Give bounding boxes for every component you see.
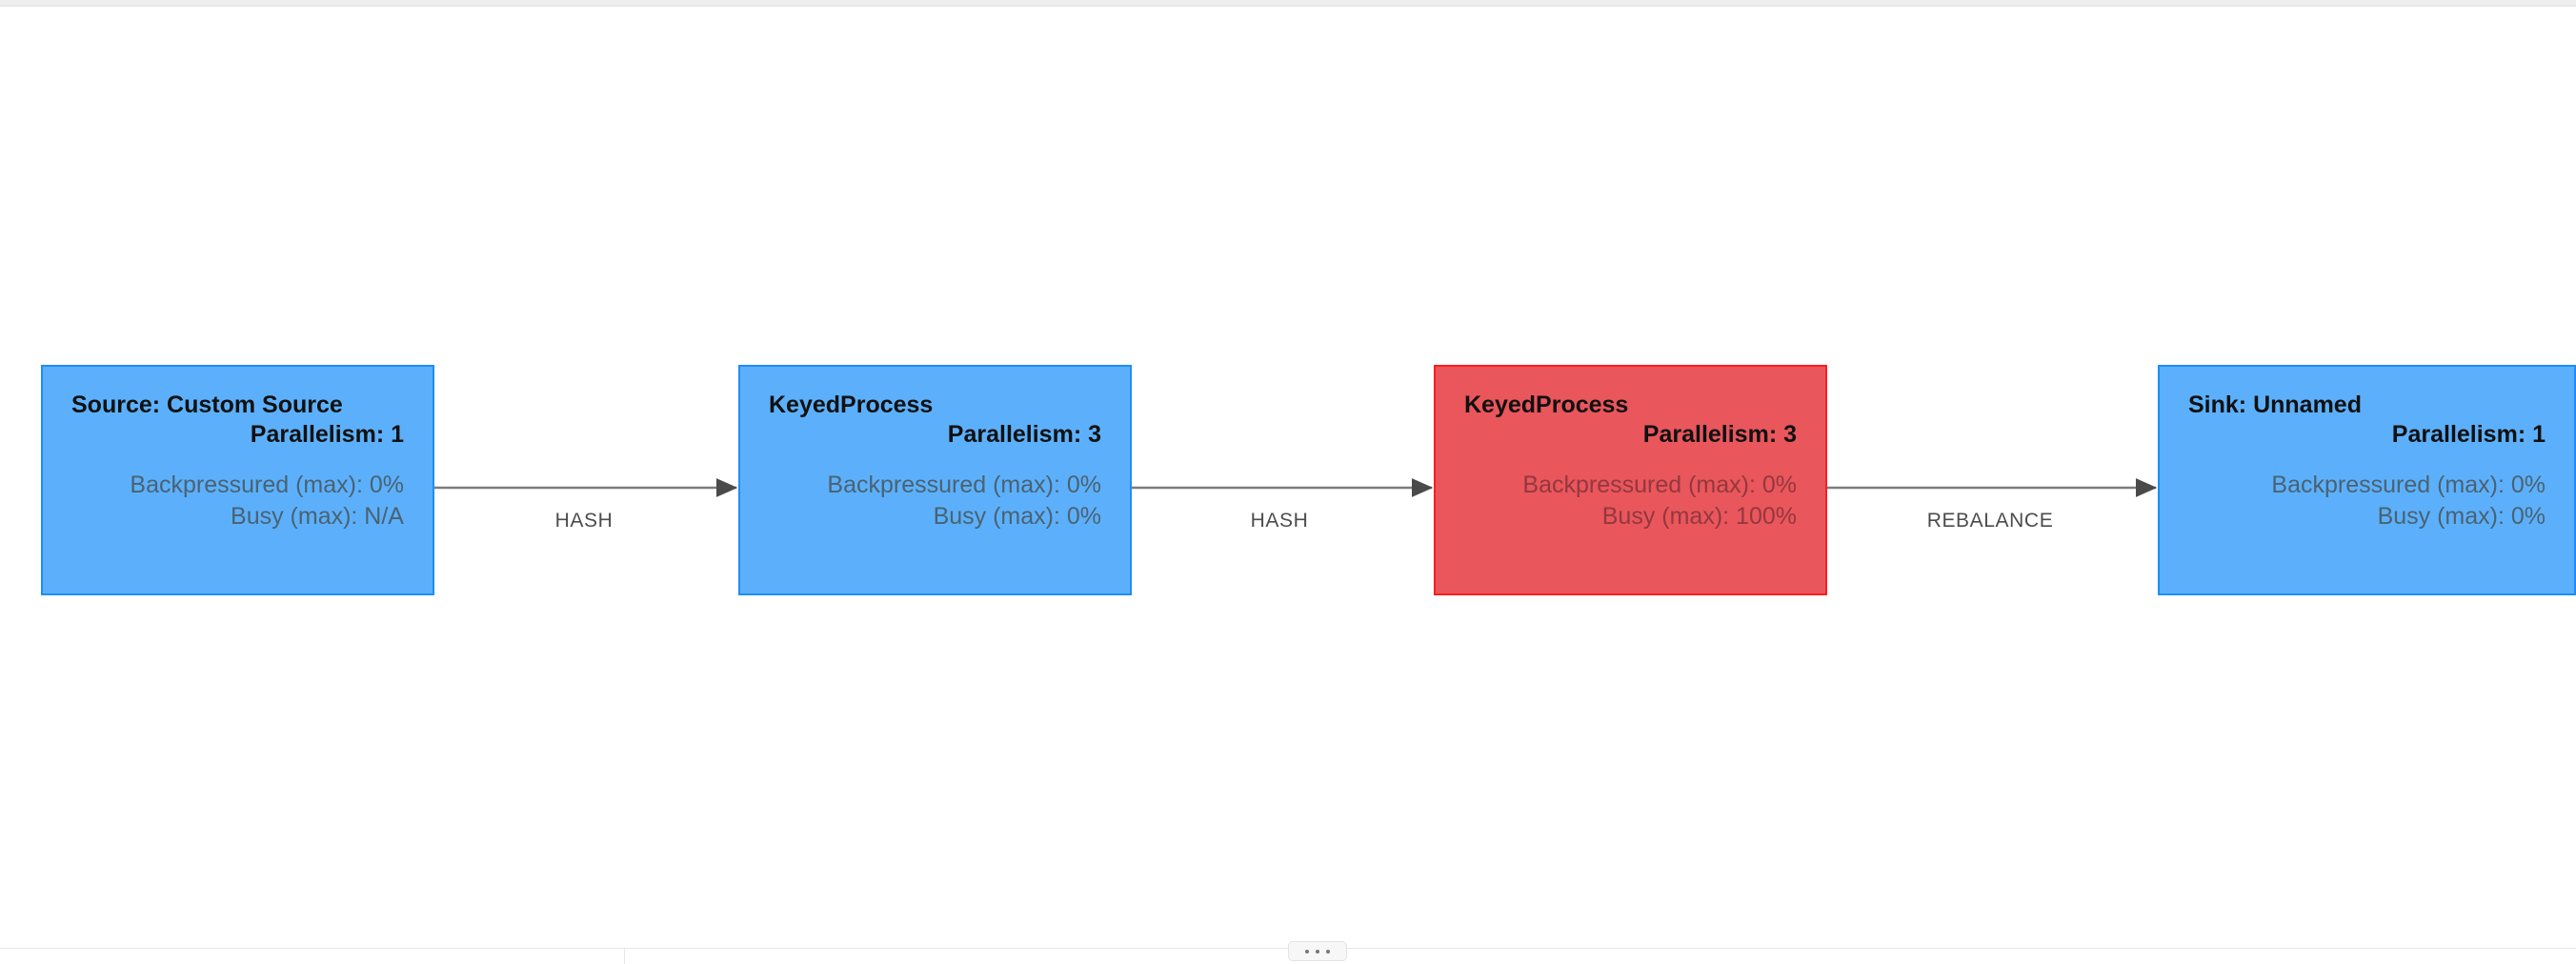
splitter-drag-handle[interactable] bbox=[1288, 941, 1347, 961]
operator-node-metrics: Backpressured (max): 0% Busy (max): 0% bbox=[2188, 470, 2546, 532]
metric-backpressured: Backpressured (max): 0% bbox=[2271, 472, 2546, 498]
edge-label-rebalance: REBALANCE bbox=[1926, 510, 2054, 532]
operator-node-source-custom-source[interactable]: Source: Custom Source Parallelism: 1 Bac… bbox=[41, 365, 434, 595]
operator-node-name: Sink: Unnamed bbox=[2188, 392, 2362, 418]
drag-handle-dot-icon bbox=[1305, 949, 1309, 954]
operator-node-name: Source: Custom Source bbox=[71, 392, 343, 418]
job-graph-canvas[interactable]: Source: Custom Source Parallelism: 1 Bac… bbox=[0, 7, 2576, 941]
panel-splitter[interactable] bbox=[0, 941, 2576, 964]
metric-backpressured: Backpressured (max): 0% bbox=[827, 472, 1101, 498]
operator-node-name: KeyedProcess bbox=[769, 392, 934, 418]
operator-node-parallelism: Parallelism: 3 bbox=[1642, 420, 1797, 448]
operator-node-sink-unnamed[interactable]: Sink: Unnamed Parallelism: 1 Backpressur… bbox=[2158, 365, 2576, 595]
metric-backpressured: Backpressured (max): 0% bbox=[130, 472, 404, 498]
operator-node-keyed-process-2[interactable]: KeyedProcess Parallelism: 3 Backpressure… bbox=[1434, 365, 1827, 595]
metric-busy: Busy (max): 0% bbox=[2377, 503, 2546, 530]
metric-busy: Busy (max): 100% bbox=[1601, 503, 1797, 530]
drag-handle-dot-icon bbox=[1316, 949, 1319, 954]
operator-node-parallelism: Parallelism: 1 bbox=[2391, 420, 2546, 448]
metric-busy: Busy (max): 0% bbox=[933, 503, 1101, 530]
top-chrome-strip bbox=[0, 0, 2576, 7]
operator-node-name: KeyedProcess bbox=[1464, 392, 1629, 418]
edge-label-hash-1: HASH bbox=[554, 510, 614, 532]
drag-handle-dot-icon bbox=[1326, 949, 1330, 954]
operator-node-parallelism: Parallelism: 1 bbox=[250, 420, 404, 448]
edge-label-hash-2: HASH bbox=[1250, 510, 1309, 532]
operator-node-metrics: Backpressured (max): 0% Busy (max): 100% bbox=[1464, 470, 1797, 532]
operator-node-keyed-process-1[interactable]: KeyedProcess Parallelism: 3 Backpressure… bbox=[738, 365, 1132, 595]
metric-busy: Busy (max): N/A bbox=[231, 503, 404, 530]
metric-backpressured: Backpressured (max): 0% bbox=[1522, 472, 1797, 498]
operator-node-metrics: Backpressured (max): 0% Busy (max): N/A bbox=[71, 470, 404, 532]
operator-node-metrics: Backpressured (max): 0% Busy (max): 0% bbox=[769, 470, 1101, 532]
operator-node-parallelism: Parallelism: 3 bbox=[947, 420, 1101, 448]
splitter-column-tick bbox=[624, 948, 625, 964]
